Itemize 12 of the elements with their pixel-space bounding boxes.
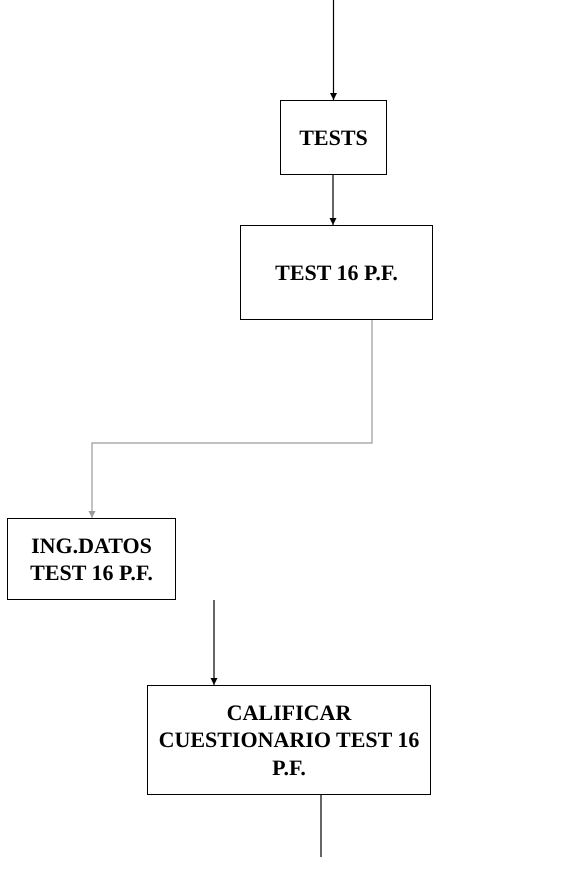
box-label: ING.DATOS TEST 16 P.F. (29, 532, 154, 586)
process-box (7, 518, 176, 600)
box-label: TESTS (299, 124, 368, 152)
process-box (147, 685, 431, 795)
process-box (240, 225, 433, 320)
arrow (330, 0, 337, 100)
arrow (330, 175, 336, 225)
arrow (88, 320, 373, 518)
arrow (210, 600, 218, 685)
process-box (280, 100, 387, 175)
box-label: TEST 16 P.F. (275, 258, 398, 286)
box-label: CALIFICAR CUESTIONARIO TEST 16 P.F. (158, 698, 420, 782)
